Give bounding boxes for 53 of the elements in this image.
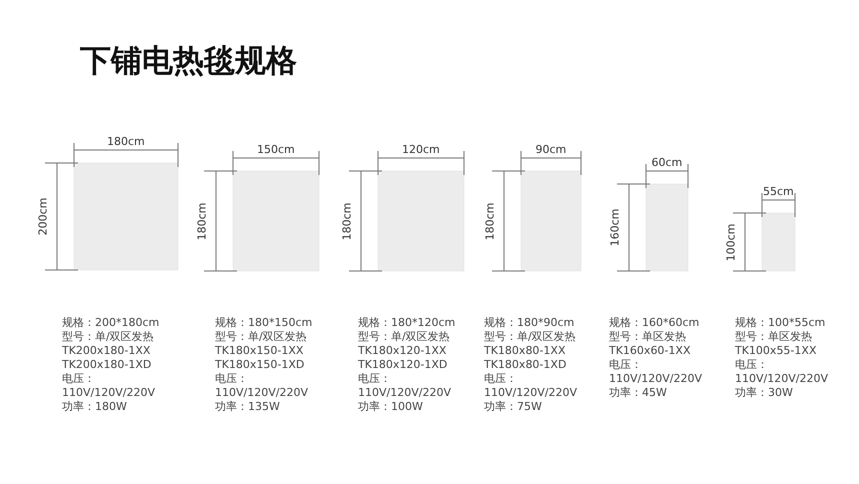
spec-text: 110V/120V/220V: [484, 386, 577, 400]
spec-text: 110V/120V/220V: [609, 372, 702, 386]
spec-text: 规格：180*150cm: [215, 316, 312, 330]
dimension-label: 200cm: [36, 198, 49, 236]
spec-text: 功率：45W: [609, 386, 667, 400]
spec-text: 功率：30W: [735, 386, 793, 400]
spec-text: 电压：: [62, 372, 95, 386]
spec-text: 规格：160*60cm: [609, 316, 700, 330]
spec-text: TK200x180-1XD: [62, 358, 152, 372]
dimension-label: 180cm: [482, 202, 496, 240]
spec-text: 110V/120V/220V: [215, 386, 308, 400]
spec-text: 110V/120V/220V: [358, 386, 451, 400]
spec-text: 型号：单/双区发热: [62, 330, 154, 344]
spec-text: 规格：100*55cm: [735, 316, 826, 330]
dimension-label: 150cm: [257, 143, 295, 156]
spec-text: 功率：100W: [358, 400, 423, 414]
spec-text: TK180x120-1XD: [358, 358, 448, 372]
dimension-label: 100cm: [724, 223, 737, 261]
spec-text: 规格：180*90cm: [484, 316, 574, 330]
spec-text: 电压：: [609, 358, 642, 372]
spec-text: 规格：200*180cm: [62, 316, 160, 330]
spec-text: 功率：75W: [484, 400, 542, 414]
spec-text: 型号：单/双区发热: [484, 330, 576, 344]
spec-text: TK180x80-1XD: [484, 358, 566, 372]
page-title: 下铺电热毯规格: [80, 42, 297, 81]
dimension-label: 180cm: [107, 135, 145, 148]
dimension-label: 180cm: [194, 202, 208, 240]
spec-text: 型号：单/双区发热: [215, 330, 307, 344]
dimension-label: 60cm: [652, 156, 682, 169]
spec-text: 规格：180*120cm: [358, 316, 456, 330]
spec-text: 电压：: [215, 372, 248, 386]
spec-text: TK180x150-1XD: [215, 358, 304, 372]
spec-text: TK100x55-1XX: [735, 344, 816, 358]
spec-text: TK180x120-1XX: [358, 344, 446, 358]
spec-text: 型号：单区发热: [609, 330, 686, 344]
dimension-label: 180cm: [340, 202, 353, 240]
dimension-label: 55cm: [763, 185, 794, 198]
spec-text: TK180x80-1XX: [484, 344, 566, 358]
spec-text: 电压：: [735, 358, 768, 372]
spec-text: TK180x150-1XX: [215, 344, 304, 358]
spec-text: 电压：: [484, 372, 517, 386]
spec-text: TK200x180-1XX: [62, 344, 150, 358]
spec-text: 型号：单区发热: [735, 330, 812, 344]
dimension-label: 90cm: [536, 143, 566, 156]
dimension-label: 160cm: [608, 208, 621, 246]
spec-text: 功率：135W: [215, 400, 280, 414]
spec-text: 110V/120V/220V: [735, 372, 828, 386]
spec-text: TK160x60-1XX: [609, 344, 690, 358]
spec-text: 型号：单/双区发热: [358, 330, 450, 344]
spec-text: 功率：180W: [62, 400, 127, 414]
dimension-label: 120cm: [402, 143, 440, 156]
spec-text: 110V/120V/220V: [62, 386, 155, 400]
spec-text: 电压：: [358, 372, 391, 386]
